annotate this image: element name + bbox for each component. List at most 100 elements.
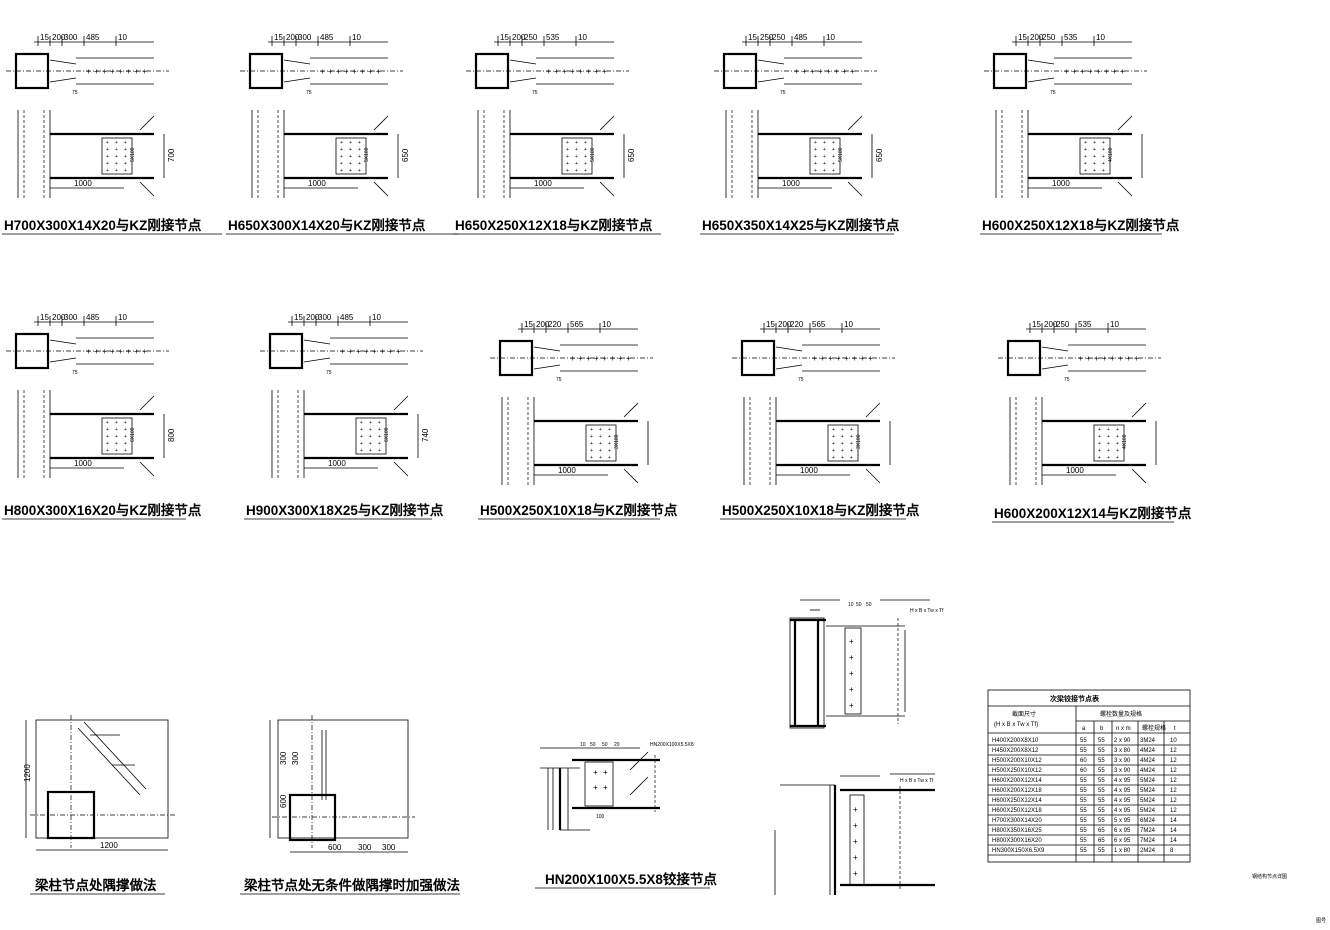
joint-title: H500X250X10X18与KZ刚接节点 xyxy=(722,502,920,518)
svg-text:+: + xyxy=(590,455,593,461)
svg-text:+: + xyxy=(814,147,817,153)
svg-text:+: + xyxy=(358,154,361,160)
top-dim-1: 15 xyxy=(274,33,283,42)
top-dim-2: 200 xyxy=(1030,33,1044,42)
table-cell: 55 xyxy=(1080,808,1087,814)
svg-text:+: + xyxy=(1102,161,1105,167)
table-cell: 6 x 95 xyxy=(1114,828,1131,834)
table-cell: 55 xyxy=(1080,818,1087,824)
svg-text:+: + xyxy=(396,347,401,356)
svg-text:+: + xyxy=(1104,67,1109,76)
top-dim-3: 220 xyxy=(790,320,804,329)
table-cell: 1 x 80 xyxy=(1114,848,1131,854)
beam-height: 800 xyxy=(167,428,176,442)
svg-text:+: + xyxy=(368,67,373,76)
svg-text:+: + xyxy=(834,67,839,76)
svg-text:+: + xyxy=(1093,147,1096,153)
svg-text:+: + xyxy=(1098,448,1101,454)
top-dim-3: 300 xyxy=(298,33,312,42)
beam-length: 1000 xyxy=(534,179,552,188)
svg-text:+: + xyxy=(110,67,115,76)
svg-text:+: + xyxy=(823,161,826,167)
table-cell: 5M24 xyxy=(1140,788,1156,794)
svg-text:+: + xyxy=(812,354,817,363)
svg-text:+: + xyxy=(369,434,372,440)
svg-text:+: + xyxy=(849,637,854,646)
pin-top-dim-d: 20 xyxy=(614,742,620,748)
pin-bolts: + + + + xyxy=(593,768,608,792)
svg-text:+: + xyxy=(360,420,363,426)
svg-text:+: + xyxy=(1116,427,1119,433)
svg-text:+: + xyxy=(826,67,831,76)
svg-text:+: + xyxy=(358,147,361,153)
top-dim-2: 200 xyxy=(286,33,300,42)
svg-text:+: + xyxy=(115,448,118,454)
table-cell: 12 xyxy=(1170,798,1177,804)
svg-text:+: + xyxy=(603,783,608,792)
table-cell: 4M24 xyxy=(1140,758,1156,764)
joint-title: H600X200X12X14与KZ刚接节点 xyxy=(994,505,1192,521)
top-dim-4: 565 xyxy=(570,320,584,329)
joint-title: H600X250X12X18与KZ刚接节点 xyxy=(982,217,1180,233)
svg-text:+: + xyxy=(118,347,123,356)
top-dim-5: 10 xyxy=(1096,33,1105,42)
top-dim-2: 200 xyxy=(778,320,792,329)
bolt-pattern: 5X100 xyxy=(130,147,136,162)
svg-text:+: + xyxy=(349,147,352,153)
svg-text:+: + xyxy=(360,441,363,447)
top-dim-5: 10 xyxy=(118,33,127,42)
top-dim-1: 15 xyxy=(748,33,757,42)
top-dim-4: 535 xyxy=(1064,33,1078,42)
joint-title: H800X300X16X20与KZ刚接节点 xyxy=(4,502,202,518)
bolt-pattern: 5X100 xyxy=(590,147,596,162)
stiffener-detail-title: 梁柱节点处无条件做隅撑时加强做法 xyxy=(243,877,460,893)
svg-text:+: + xyxy=(570,354,575,363)
svg-text:+: + xyxy=(106,168,109,174)
web-dim: 75 xyxy=(798,377,804,383)
svg-text:+: + xyxy=(566,140,569,146)
svg-text:+: + xyxy=(586,67,591,76)
svg-text:+: + xyxy=(594,354,599,363)
svg-text:+: + xyxy=(850,455,853,461)
top-dim-4: 485 xyxy=(340,313,354,322)
table-cell: 14 xyxy=(1170,818,1177,824)
svg-text:+: + xyxy=(832,161,835,167)
svg-text:+: + xyxy=(610,354,615,363)
table-cell: 55 xyxy=(1098,768,1105,774)
svg-text:+: + xyxy=(134,347,139,356)
svg-text:+: + xyxy=(106,441,109,447)
svg-text:+: + xyxy=(603,768,608,777)
svg-text:+: + xyxy=(814,154,817,160)
svg-text:+: + xyxy=(124,140,127,146)
top-dim-1: 15 xyxy=(500,33,509,42)
top-dim-5: 10 xyxy=(578,33,587,42)
svg-text:+: + xyxy=(124,147,127,153)
svg-text:+: + xyxy=(328,67,333,76)
top-dim-1: 15 xyxy=(524,320,533,329)
svg-text:+: + xyxy=(340,140,343,146)
pin-joint-detail: + + + + HN200X100X5.5X8 10 50 50 20 100 … xyxy=(535,742,717,889)
svg-text:+: + xyxy=(1064,67,1069,76)
table-cell: 55 xyxy=(1098,798,1105,804)
pin-bottom-dim: 100 xyxy=(596,814,605,820)
svg-text:+: + xyxy=(349,140,352,146)
svg-text:+: + xyxy=(1098,427,1101,433)
svg-text:+: + xyxy=(608,455,611,461)
svg-text:+: + xyxy=(320,67,325,76)
table-cell: H700X300X14X20 xyxy=(992,818,1042,824)
svg-text:+: + xyxy=(1098,441,1101,447)
bolt-pattern: 4X100 xyxy=(1108,147,1114,162)
hinge-joint-table: 次梁铰接节点表 截面尺寸 (H x B x Tw x Tf) 螺栓数量及规格 a… xyxy=(987,689,1191,863)
web-dim: 75 xyxy=(1064,377,1070,383)
top-dim-3: 220 xyxy=(548,320,562,329)
secondary-beam-detail-lower: + + + + + H x B x Tw x Tf xyxy=(774,773,935,895)
beam-length: 1000 xyxy=(800,466,818,475)
top-dim-2: 200 xyxy=(536,320,550,329)
svg-text:+: + xyxy=(115,140,118,146)
sheet-number: 图号 xyxy=(1316,918,1326,924)
